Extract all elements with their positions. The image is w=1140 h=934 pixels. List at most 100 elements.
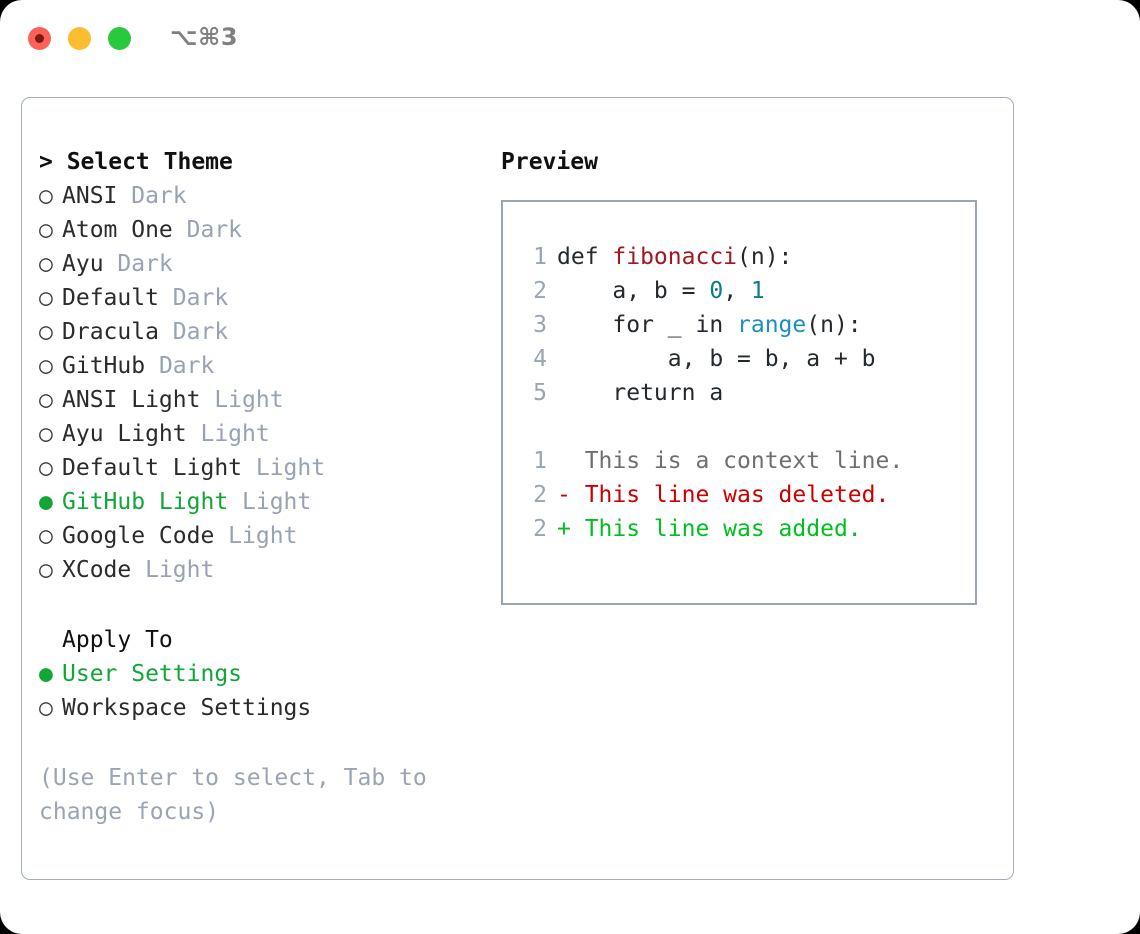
- diff-line: 1 This is a context line.: [503, 444, 975, 478]
- code-token: return a: [557, 380, 724, 406]
- option-variant-badge: Dark: [172, 217, 243, 243]
- theme-option-10[interactable]: ○ Google Code Light: [39, 519, 489, 553]
- code-token: (n):: [806, 312, 862, 338]
- line-number: 1: [533, 244, 547, 270]
- option-variant-badge: Dark: [158, 285, 229, 311]
- option-label: GitHub: [62, 353, 146, 379]
- line-number: 2: [533, 278, 547, 304]
- radio-unselected-icon: ○: [39, 319, 53, 345]
- option-variant-badge: Light: [242, 455, 326, 481]
- apply-option-1[interactable]: ○ Workspace Settings: [39, 691, 489, 725]
- option-label: GitHub Light: [62, 489, 229, 515]
- code-token: (n):: [737, 244, 793, 270]
- theme-list[interactable]: ○ ANSI Dark ○ Atom One Dark ○ Ayu Dark ○ Defaul…: [39, 179, 489, 587]
- radio-selected-icon: ●: [39, 661, 53, 687]
- option-label: Dracula: [62, 319, 159, 345]
- option-label: ANSI: [62, 183, 118, 209]
- line-number: 1: [533, 448, 547, 474]
- code-token: for _ in: [557, 312, 738, 338]
- radio-unselected-icon: ○: [39, 523, 53, 549]
- code-line: 3 for _ in range(n):: [503, 308, 975, 342]
- theme-option-6[interactable]: ○ANSI Light Light: [39, 383, 489, 417]
- diff-line: 2 - This line was deleted.: [503, 478, 975, 512]
- keyboard-shortcut-label: ⌥⌘3: [170, 23, 239, 51]
- option-variant-badge: Light: [228, 489, 312, 515]
- theme-option-11[interactable]: ○ XCode Light: [39, 553, 489, 587]
- option-label: Workspace Settings: [62, 695, 312, 721]
- radio-unselected-icon: ○: [39, 251, 53, 277]
- theme-option-1[interactable]: ○ Atom One Dark: [39, 213, 489, 247]
- select-theme-heading: > Select Theme: [39, 149, 233, 175]
- theme-option-2[interactable]: ○ Ayu Dark: [39, 247, 489, 281]
- option-variant-badge: Dark: [145, 353, 215, 379]
- radio-unselected-icon: ○: [39, 455, 53, 481]
- theme-option-8[interactable]: ○ Default Light Light: [39, 451, 489, 485]
- preview-heading: Preview: [501, 149, 598, 175]
- option-label: XCode: [62, 557, 132, 583]
- code-diff-separator: [503, 410, 975, 444]
- apply-option-0[interactable]: ● User Settings: [39, 657, 489, 691]
- diff-sample: 1 This is a context line. 2 - This line wa…: [503, 444, 975, 546]
- line-number: 2: [533, 482, 547, 508]
- code-token: a, b =: [557, 278, 710, 304]
- code-token: def: [557, 244, 613, 270]
- theme-option-5[interactable]: ○ GitHub Dark: [39, 349, 489, 383]
- line-number: 3: [533, 312, 547, 338]
- title-bar: ⌥⌘3: [0, 0, 1140, 76]
- line-number: 4: [533, 346, 547, 372]
- theme-option-4[interactable]: ○ Dracula Dark: [39, 315, 489, 349]
- minimize-window-button[interactable]: [68, 27, 91, 50]
- code-token: 0: [709, 278, 724, 304]
- radio-unselected-icon: ○: [39, 387, 53, 413]
- diff-text: - This line was deleted.: [557, 482, 890, 508]
- theme-picker-panel: > Select Theme ○ANSI Dark○Atom One Dark○…: [21, 97, 1014, 880]
- code-token: range: [737, 312, 807, 338]
- code-line: 2 a, b = 0, 1: [503, 274, 975, 308]
- keyboard-hint-text: (Use Enter to select, Tab to change focu…: [39, 765, 441, 825]
- option-label: Default: [62, 285, 159, 311]
- option-label: User Settings: [62, 661, 243, 687]
- radio-unselected-icon: ○: [39, 353, 53, 379]
- radio-unselected-icon: ○: [39, 217, 53, 243]
- option-variant-badge: Light: [186, 421, 270, 447]
- theme-option-0[interactable]: ○ANSI Dark: [39, 179, 489, 213]
- diff-line: 2 + This line was added.: [503, 512, 975, 546]
- line-number: 2: [533, 516, 547, 542]
- radio-unselected-icon: ○: [39, 285, 53, 311]
- code-token: 1: [750, 278, 765, 304]
- apply-to-section: Apply To ● User Settings ○ Workspace Settin…: [39, 623, 489, 725]
- theme-option-3[interactable]: ○ Default Dark: [39, 281, 489, 315]
- radio-unselected-icon: ○: [39, 557, 53, 583]
- radio-selected-icon: ●: [39, 489, 53, 515]
- radio-unselected-icon: ○: [39, 183, 53, 209]
- code-token: fibonacci: [612, 244, 738, 270]
- option-label: Ayu Light: [62, 421, 187, 447]
- apply-to-heading: Apply To: [62, 627, 173, 653]
- option-label: Default Light: [62, 455, 243, 481]
- option-label: Atom One: [62, 217, 173, 243]
- zoom-window-button[interactable]: [108, 27, 131, 50]
- option-label: Google Code: [62, 523, 215, 549]
- radio-unselected-icon: ○: [39, 695, 53, 721]
- diff-text: + This line was added.: [557, 516, 862, 542]
- option-variant-badge: Dark: [103, 251, 173, 277]
- diff-text: This is a context line.: [557, 448, 904, 474]
- code-line: 5 return a: [503, 376, 975, 410]
- close-window-button[interactable]: [28, 27, 51, 50]
- code-line: 1 def fibonacci(n):: [503, 240, 975, 274]
- code-line: 4 a, b = b, a + b: [503, 342, 975, 376]
- radio-unselected-icon: ○: [39, 421, 53, 447]
- apply-to-list[interactable]: ● User Settings ○ Workspace Settings: [39, 657, 489, 725]
- theme-option-9[interactable]: ● GitHub Light Light: [39, 485, 489, 519]
- code-token: a, b = b, a + b: [557, 346, 876, 372]
- option-variant-badge: Dark: [158, 319, 229, 345]
- option-variant-badge: Light: [214, 523, 298, 549]
- option-variant-badge: Light: [131, 557, 215, 583]
- theme-selector-column: > Select Theme ○ANSI Dark○Atom One Dark○…: [39, 145, 489, 829]
- theme-option-7[interactable]: ○ Ayu Light Light: [39, 417, 489, 451]
- option-label: Ayu: [62, 251, 104, 277]
